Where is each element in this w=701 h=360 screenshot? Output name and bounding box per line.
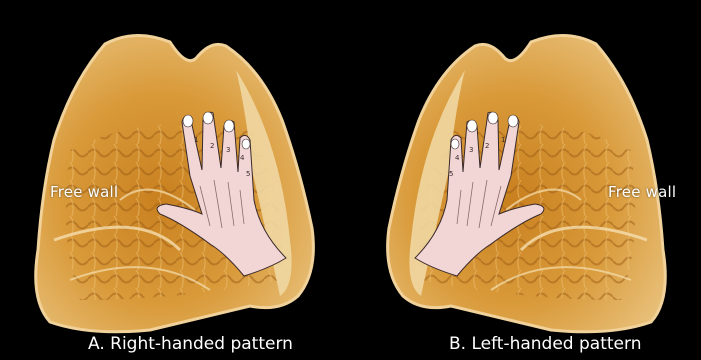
finger-numeral: 2	[210, 142, 214, 150]
heart-specimen-right: 1 2 3 4 5	[0, 0, 350, 360]
finger-numeral: 2	[485, 142, 489, 150]
heart-specimen-left: 1 2 3 4 5	[351, 0, 701, 360]
finger-numeral: 1	[194, 136, 198, 144]
finger-numeral: 4	[455, 154, 460, 162]
finger-numeral: 5	[449, 170, 453, 178]
finger-numeral: 1	[501, 136, 505, 144]
free-wall-label: Free wall	[50, 183, 118, 201]
finger-numeral: 3	[469, 146, 473, 154]
finger-numeral: 3	[226, 146, 230, 154]
caption: B. Left-handed pattern	[449, 334, 641, 354]
finger-numeral: 4	[240, 154, 245, 162]
free-wall-label: Free wall	[608, 183, 676, 201]
panel-left-handed: 1 2 3 4 5 Free wall B. Left-handed patte…	[351, 0, 701, 360]
panel-right-handed: 1 2 3 4 5 Free wall A. Right-handed patt…	[0, 0, 350, 360]
caption: A. Right-handed pattern	[88, 334, 293, 354]
finger-numeral: 5	[246, 170, 250, 178]
